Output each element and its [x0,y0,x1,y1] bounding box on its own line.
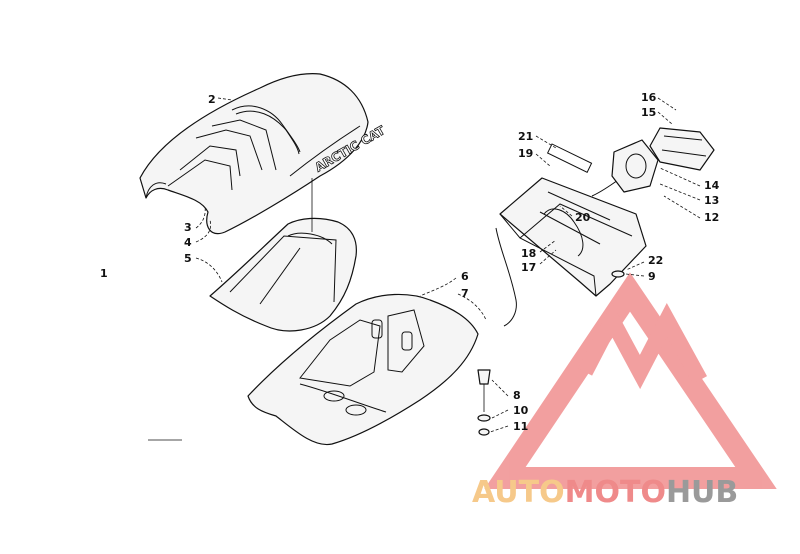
callout-21: 21 [518,130,533,143]
seat-assembly: ARCTIC CAT [139,73,388,235]
leader-lines [148,97,701,441]
callout-12: 12 [704,211,719,224]
callout-8: 8 [513,389,521,402]
callout-10: 10 [513,404,529,417]
callout-3: 3 [184,221,192,234]
callout-labels: 1 2 3 4 5 6 7 8 9 10 11 12 13 14 15 16 1… [100,91,720,433]
callout-2: 2 [208,93,216,106]
callout-1: 1 [100,267,108,280]
rack-assembly [495,143,647,327]
svg-text:AUTOMOTOHUB: AUTOMOTOHUB [472,475,738,510]
watermark-auto: AUTO [472,475,565,510]
seat-body-frame [247,293,479,446]
callout-11: 11 [513,420,528,433]
callout-19: 19 [518,147,533,160]
callout-22: 22 [648,254,663,267]
callout-14: 14 [704,179,720,192]
callout-7: 7 [461,287,469,300]
callout-9: 9 [648,270,656,283]
callout-4: 4 [184,236,192,249]
watermark-text: AUTOMOTOHUB [472,475,738,510]
callout-18: 18 [521,247,536,260]
hardware-parts [477,270,625,436]
watermark-logo [484,272,777,489]
seat-base [209,217,357,332]
watermark-hub: HUB [666,475,738,510]
callout-6: 6 [461,270,469,283]
callout-5: 5 [184,252,192,265]
callout-17: 17 [521,261,536,274]
taillight-assembly [611,127,715,193]
watermark-moto: MOTO [565,475,666,510]
callout-15: 15 [641,106,656,119]
callout-20: 20 [575,211,591,224]
callout-16: 16 [641,91,657,104]
callout-13: 13 [704,194,719,207]
